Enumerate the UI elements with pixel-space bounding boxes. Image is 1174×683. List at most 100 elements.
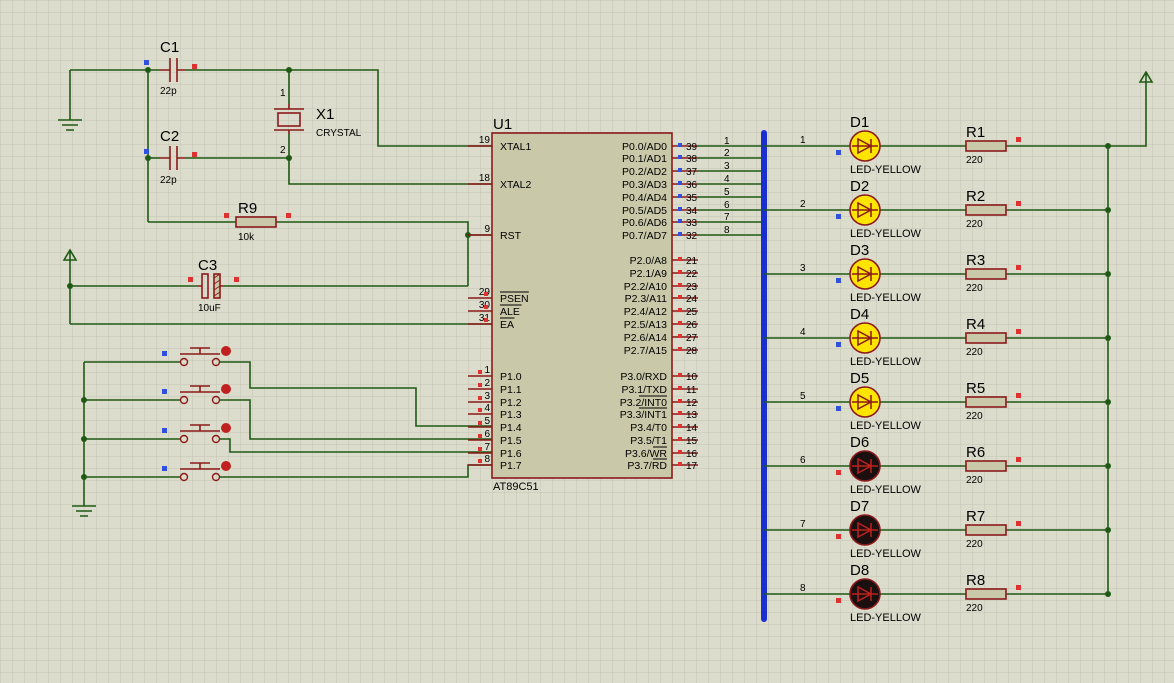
led-rows: 1D1LED-YELLOWR12202D2LED-YELLOWR22203D3L…	[764, 114, 1111, 624]
u1-pin-num-18: 18	[479, 173, 491, 184]
u1-pin-name-24: P2.3/A11	[625, 293, 668, 305]
c1-pin-marker-right	[192, 64, 197, 69]
u1-pin-name-17: P3.7/RD	[627, 460, 667, 472]
u1-pin-name-16: P3.6/WR	[625, 448, 667, 460]
pushbutton-4[interactable]	[179, 462, 221, 482]
u1-pin-marker-26	[678, 321, 682, 325]
resistor-r4[interactable]	[965, 332, 1007, 344]
u1-pin-num-16: 16	[686, 449, 698, 460]
r9-value: 10k	[238, 232, 255, 243]
led-ref-8: D8	[850, 562, 869, 579]
u1-pin-num-24: 24	[686, 294, 698, 305]
led-d8[interactable]	[849, 578, 881, 610]
resistor-r1[interactable]	[965, 140, 1007, 152]
led-d6[interactable]	[849, 450, 881, 482]
resistor-ref-6: R6	[966, 444, 985, 461]
led-net-label-1: 1	[800, 135, 806, 146]
u1-pin-name-p1.7: P1.7	[500, 460, 522, 472]
resistor-r2[interactable]	[965, 204, 1007, 216]
power-symbol-left	[62, 248, 78, 262]
u1-pin-marker-23	[678, 283, 682, 287]
u1-pin-marker-37	[678, 168, 682, 172]
u1-pin-name-37: P0.2/AD2	[622, 166, 667, 178]
p0-net-label-6: 6	[724, 200, 730, 211]
u1-pin-num-6: 6	[484, 429, 490, 440]
u1-pin-name-32: P0.7/AD7	[622, 230, 667, 242]
crystal-x1[interactable]	[274, 104, 304, 134]
capacitor-c1[interactable]	[160, 58, 186, 82]
power-symbol-right	[1138, 70, 1154, 83]
resistor-r3[interactable]	[965, 268, 1007, 280]
u1-pin-marker-14	[678, 424, 682, 428]
u1-pin-name-33: P0.6/AD6	[622, 217, 667, 229]
u1-pin-marker-35	[678, 194, 682, 198]
resistor-r7[interactable]	[965, 524, 1007, 536]
led-pin-marker-3	[836, 278, 841, 283]
resistor-ref-5: R5	[966, 380, 985, 397]
u1-pin-marker-24	[678, 295, 682, 299]
u1-pin-marker-33	[678, 219, 682, 223]
resistor-pin-marker-5	[1016, 393, 1021, 398]
resistor-value-6: 220	[966, 475, 983, 486]
rail-junction-4	[1105, 335, 1111, 341]
c3-pin-marker-left	[188, 277, 193, 282]
u1-pin-name-26: P2.5/A13	[624, 319, 667, 331]
led-d2[interactable]	[849, 194, 881, 226]
wire-xtal2	[288, 134, 492, 185]
u1-pin-marker-10	[678, 373, 682, 377]
r9-pin-marker-left	[224, 213, 229, 218]
u1-pin-num-33: 33	[686, 218, 698, 229]
u1-pin-num-14: 14	[686, 423, 698, 434]
rail-junction-5	[1105, 399, 1111, 405]
led-net-label-7: 7	[800, 519, 806, 530]
led-d1[interactable]	[849, 130, 881, 162]
u1-pin-num-39: 39	[686, 142, 698, 153]
u1-pin-num-32: 32	[686, 231, 698, 242]
c3-ref: C3	[198, 257, 217, 274]
led-net-label-6: 6	[800, 455, 806, 466]
pushbutton-3[interactable]	[179, 424, 221, 444]
led-ref-5: D5	[850, 370, 869, 387]
capacitor-c3[interactable]	[198, 273, 224, 299]
resistor-r8[interactable]	[965, 588, 1007, 600]
pushbutton-1[interactable]	[179, 347, 221, 367]
u1-pin-marker-8	[478, 459, 482, 463]
led-d4[interactable]	[849, 322, 881, 354]
led-pin-marker-4	[836, 342, 841, 347]
resistor-r6[interactable]	[965, 460, 1007, 472]
x1-value: CRYSTAL	[316, 128, 362, 139]
c1-ref: C1	[160, 39, 179, 56]
u1-pin-marker-32	[678, 232, 682, 236]
u1-pin-marker-27	[678, 334, 682, 338]
resistor-r9[interactable]	[235, 216, 277, 228]
capacitor-c2[interactable]	[160, 146, 186, 170]
u1-pin-num-27: 27	[686, 333, 698, 344]
led-d7[interactable]	[849, 514, 881, 546]
led-d5[interactable]	[849, 386, 881, 418]
p0-net-label-5: 5	[724, 187, 730, 198]
led-d3[interactable]	[849, 258, 881, 290]
pushbutton-marker-4	[162, 466, 167, 471]
pushbutton-marker-2	[162, 389, 167, 394]
u1-pin-marker-36	[678, 181, 682, 185]
u1-right-pins: 39P0.0/AD038P0.1/AD137P0.2/AD236P0.3/AD3…	[620, 141, 698, 472]
led-value-2: LED-YELLOW	[850, 228, 922, 240]
u1-pin-num-22: 22	[686, 269, 698, 280]
resistor-value-3: 220	[966, 283, 983, 294]
u1-pin-name-psen: PSEN	[500, 293, 529, 305]
c1-value: 22p	[160, 86, 177, 97]
r9-pin-marker-right	[286, 213, 291, 218]
p0-net-label-7: 7	[724, 212, 730, 223]
resistor-ref-2: R2	[966, 188, 985, 205]
u1-pin-name-15: P3.5/T1	[630, 435, 667, 447]
x1-pin2: 2	[280, 145, 286, 156]
pushbutton-2[interactable]	[179, 385, 221, 405]
u1-pin-name-21: P2.0/A8	[630, 255, 668, 267]
microcontroller-u1[interactable]: U1 AT89C51 19XTAL118XTAL29RST29PSEN30ALE…	[468, 116, 698, 493]
u1-pin-num-12: 12	[686, 398, 698, 409]
u1-pin-num-10: 10	[686, 372, 698, 383]
u1-pin-marker-21	[678, 257, 682, 261]
resistor-r5[interactable]	[965, 396, 1007, 408]
led-value-5: LED-YELLOW	[850, 420, 922, 432]
